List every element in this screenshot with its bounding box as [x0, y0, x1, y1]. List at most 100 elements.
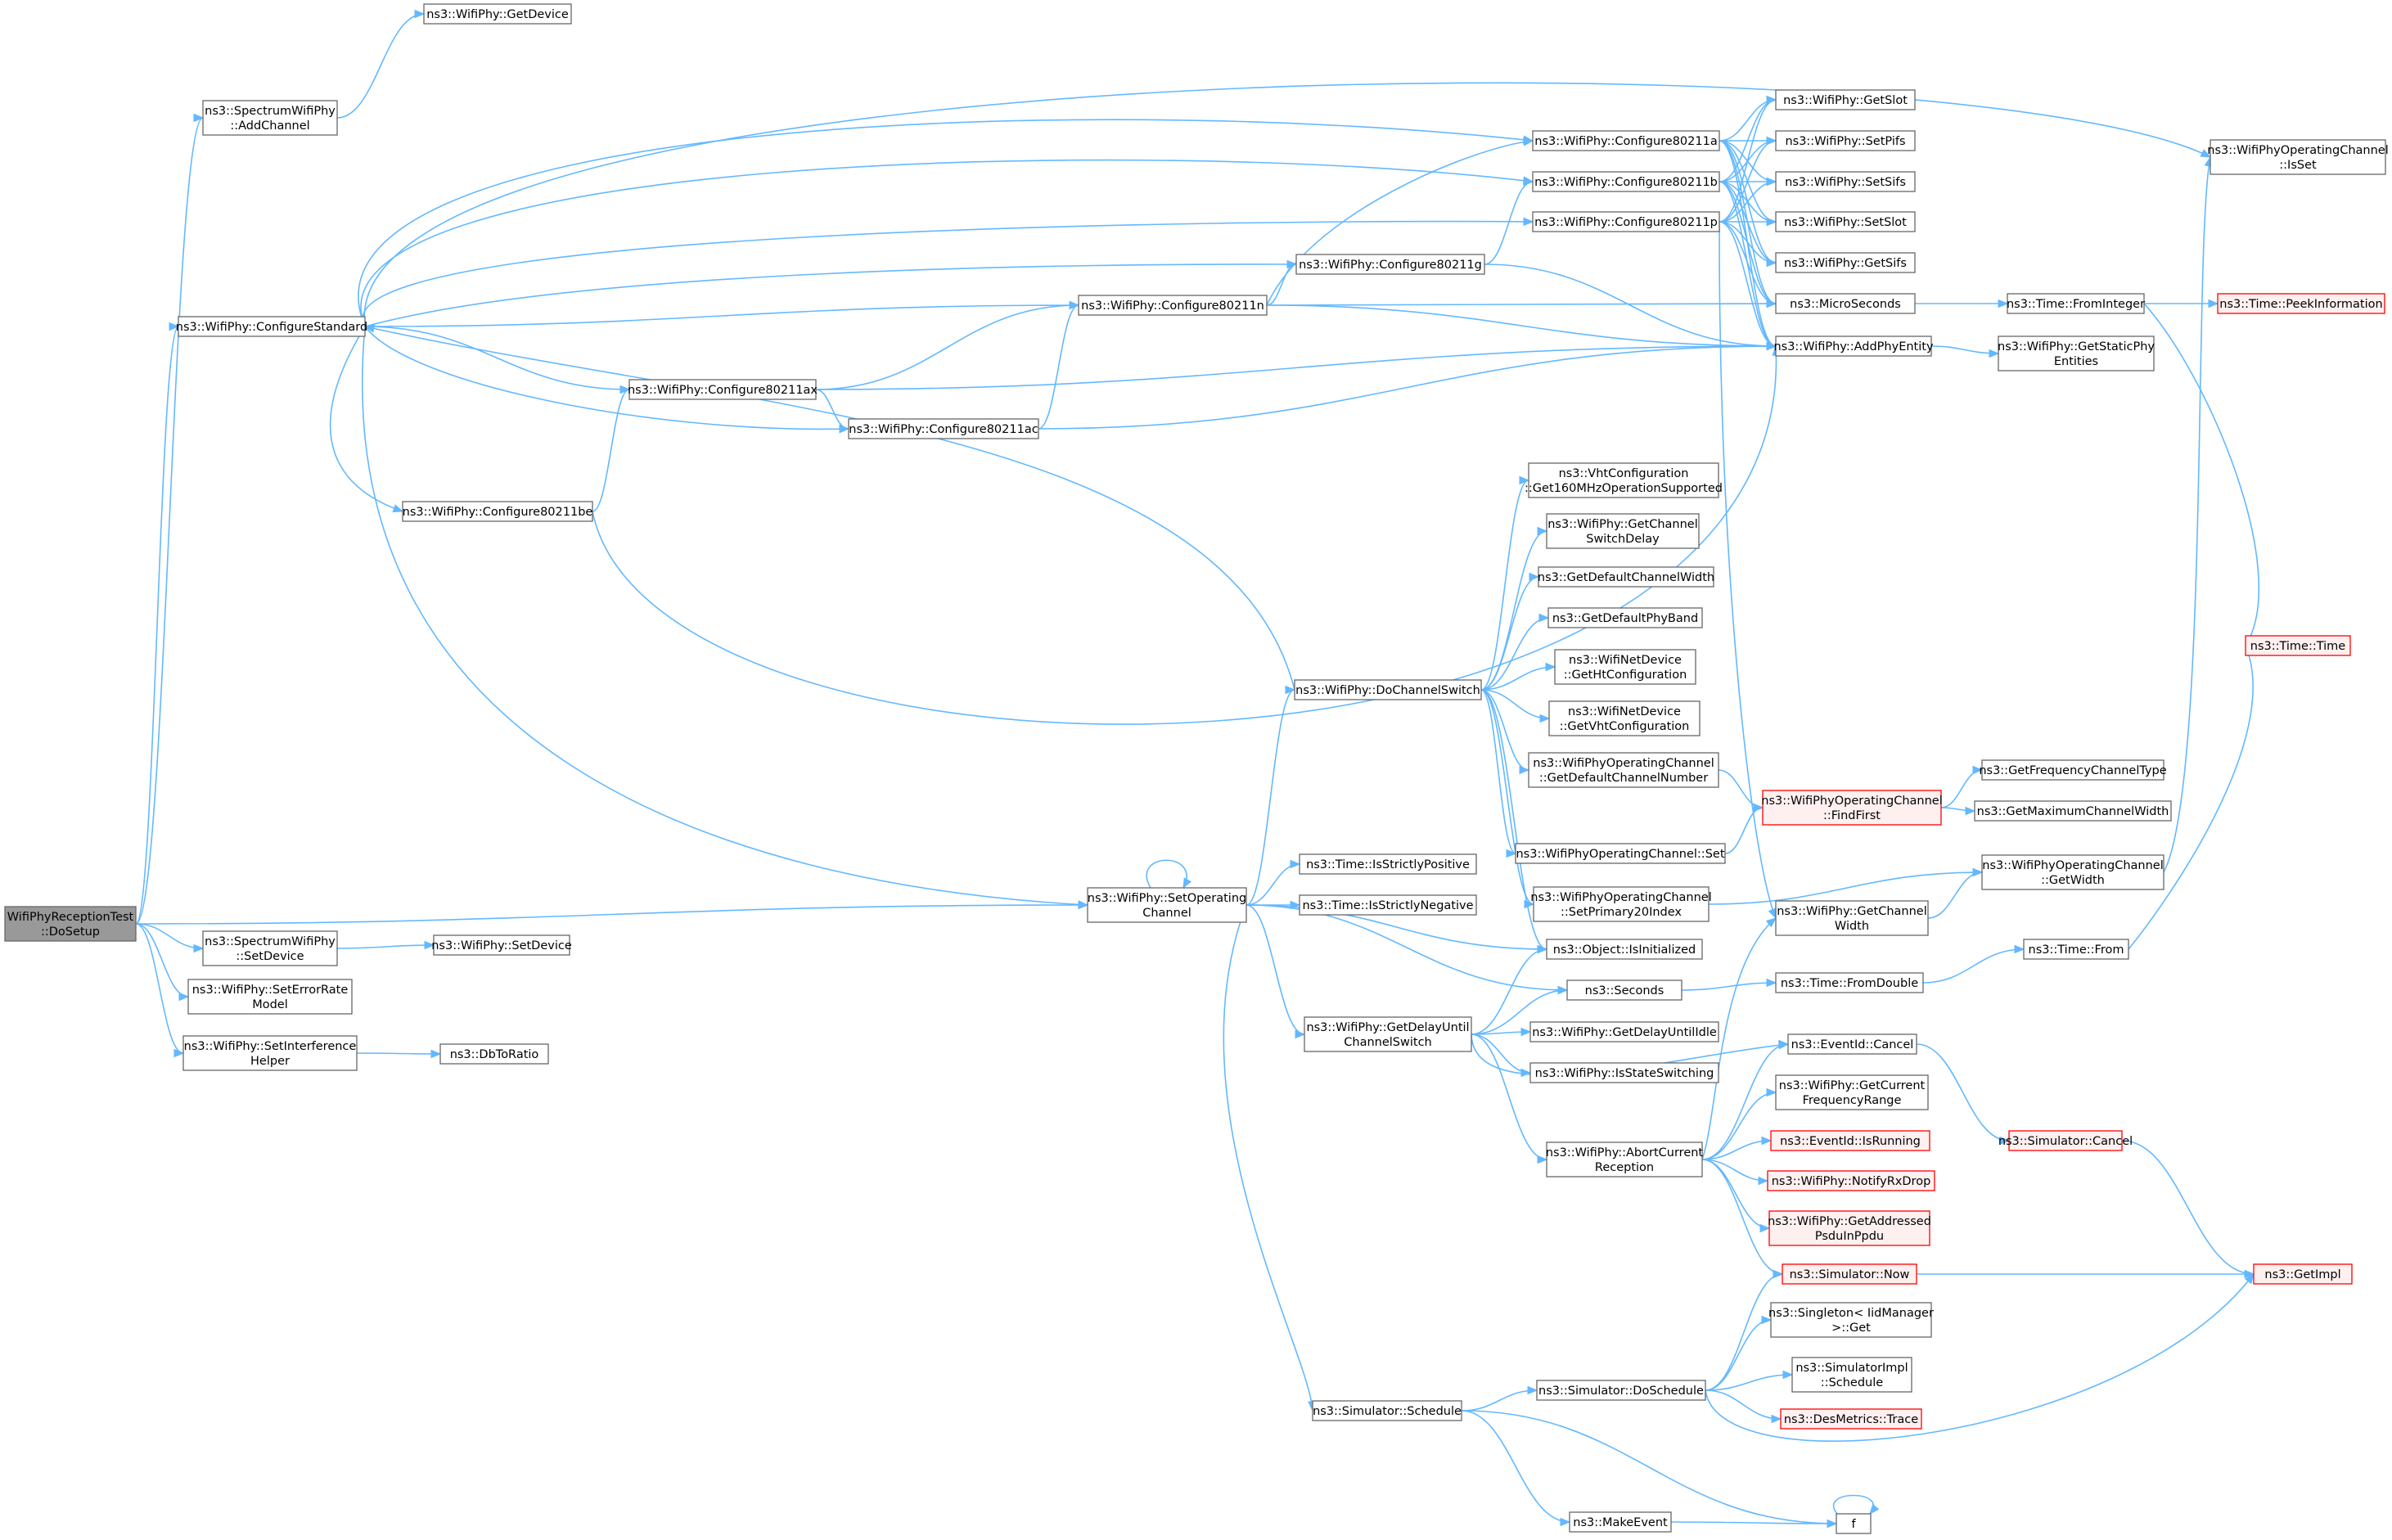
- node-c11a[interactable]: ns3::WifiPhy::Configure80211a: [1532, 130, 1720, 151]
- node-getsifs[interactable]: ns3::WifiPhy::GetSifs: [1775, 252, 1916, 273]
- node-vhtconf[interactable]: ns3::WifiNetDevice::GetVhtConfiguration: [1548, 700, 1701, 736]
- node-getdevice[interactable]: ns3::WifiPhy::GetDevice: [423, 3, 572, 25]
- node-seconds[interactable]: ns3::Seconds: [1566, 979, 1683, 1001]
- node-getslot[interactable]: ns3::WifiPhy::GetSlot: [1775, 89, 1916, 110]
- node-simnow[interactable]: ns3::Simulator::Now: [1782, 1263, 1917, 1285]
- node-c11be[interactable]: ns3::WifiPhy::Configure80211be: [402, 501, 593, 522]
- node-f[interactable]: f: [1836, 1513, 1872, 1534]
- node-configstd[interactable]: ns3::WifiPhy::ConfigureStandard: [176, 316, 367, 337]
- arrowhead-simsched-to-makeevent: [1560, 1517, 1571, 1527]
- edge-c11g-to-addphy: [1484, 263, 1777, 347]
- node-timetime[interactable]: ns3::Time::Time: [2245, 635, 2351, 656]
- node-peek[interactable]: ns3::Time::PeekInformation: [2217, 293, 2385, 314]
- node-label-getdevice: ns3::WifiPhy::GetDevice: [426, 8, 569, 21]
- node-box-getchwidth: [1775, 900, 1929, 936]
- node-label-defchanwidth: ns3::GetDefaultChannelWidth: [1538, 571, 1714, 584]
- node-fromdouble[interactable]: ns3::Time::FromDouble: [1775, 972, 1924, 993]
- node-findfirst[interactable]: ns3::WifiPhyOperatingChannel::FindFirst: [1761, 790, 1943, 826]
- arrowhead-dochswitch-to-vhtconf: [1539, 714, 1551, 723]
- node-setprimary[interactable]: ns3::WifiPhyOperatingChannel::SetPrimary…: [1530, 886, 1712, 922]
- node-setslot[interactable]: ns3::WifiPhy::SetSlot: [1775, 211, 1916, 232]
- node-opgetwidth[interactable]: ns3::WifiPhyOperatingChannel::GetWidth: [1981, 854, 2165, 890]
- node-simimplsched[interactable]: ns3::SimulatorImpl::Schedule: [1791, 1357, 1912, 1393]
- node-wpsetdevice[interactable]: ns3::WifiPhy::SetDevice: [431, 934, 572, 956]
- node-isstrictpos[interactable]: ns3::Time::IsStrictlyPositive: [1299, 853, 1477, 875]
- node-dbtoratio[interactable]: ns3::DbToRatio: [439, 1043, 549, 1065]
- arrowhead-setdevice-to-wpsetdevice: [424, 940, 435, 950]
- arrowhead-dochswitch-to-defchanwidth: [1529, 572, 1540, 582]
- arrowhead-configstd-to-c11be: [392, 504, 404, 513]
- node-setdevice[interactable]: ns3::SpectrumWifiPhy::SetDevice: [202, 930, 338, 966]
- node-evcancel[interactable]: ns3::EventId::Cancel: [1787, 1033, 1917, 1055]
- arrowhead-c11p-to-setsifs: [1766, 177, 1777, 187]
- node-defchanwidth[interactable]: ns3::GetDefaultChannelWidth: [1538, 566, 1714, 588]
- node-isstatesw[interactable]: ns3::WifiPhy::IsStateSwitching: [1529, 1062, 1719, 1083]
- node-desmetrics[interactable]: ns3::DesMetrics::Trace: [1780, 1408, 1922, 1430]
- node-maxchwidth[interactable]: ns3::GetMaximumChannelWidth: [1974, 800, 2172, 822]
- node-label-chswitchdelay: SwitchDelay: [1586, 533, 1660, 546]
- node-simcancel[interactable]: ns3::Simulator::Cancel: [1998, 1130, 2133, 1151]
- node-getdelayidle[interactable]: ns3::WifiPhy::GetDelayUntilIdle: [1529, 1021, 1719, 1042]
- edge-makeevent-to-f: [1670, 1521, 1837, 1524]
- node-fromint[interactable]: ns3::Time::FromInteger: [2007, 293, 2145, 314]
- node-isstrictneg[interactable]: ns3::Time::IsStrictlyNegative: [1299, 894, 1477, 916]
- node-freqchtype[interactable]: ns3::GetFrequencyChannelType: [1979, 759, 2167, 781]
- edge-configstd-to-c11a: [358, 119, 1534, 327]
- edge-dessched-to-singleton: [1705, 1319, 1772, 1391]
- arrowhead-evcancel-to-simcancel: [1999, 1136, 2011, 1146]
- node-c11p[interactable]: ns3::WifiPhy::Configure80211p: [1532, 211, 1720, 232]
- node-box-setpifs: [1775, 130, 1916, 151]
- node-defchannum[interactable]: ns3::WifiPhyOperatingChannel::GetDefault…: [1528, 752, 1719, 788]
- node-c11n[interactable]: ns3::WifiPhy::Configure80211n: [1078, 295, 1268, 316]
- node-box-freqchtype: [1981, 759, 2165, 781]
- node-notifyrxdrop[interactable]: ns3::WifiPhy::NotifyRxDrop: [1767, 1170, 1935, 1191]
- node-dessched[interactable]: ns3::Simulator::DoSchedule: [1536, 1380, 1706, 1401]
- node-label-root: ::DoSetup: [41, 925, 100, 939]
- node-label-abortrx: ns3::WifiPhy::AbortCurrent: [1546, 1146, 1704, 1160]
- node-dochswitch[interactable]: ns3::WifiPhy::DoChannelSwitch: [1294, 679, 1482, 700]
- node-c11g[interactable]: ns3::WifiPhy::Configure80211g: [1295, 254, 1485, 275]
- node-c11b[interactable]: ns3::WifiPhy::Configure80211b: [1532, 171, 1720, 192]
- node-opchanisset[interactable]: ns3::WifiPhyOperatingChannel::IsSet: [2207, 139, 2389, 175]
- node-setsifs[interactable]: ns3::WifiPhy::SetSifs: [1775, 171, 1916, 192]
- node-box-dochswitch: [1294, 679, 1482, 700]
- node-label-getchwidth: Width: [1835, 920, 1869, 933]
- edge-dessched-to-desmetrics: [1705, 1389, 1782, 1420]
- node-simsched[interactable]: ns3::Simulator::Schedule: [1312, 1400, 1462, 1421]
- node-isinit[interactable]: ns3::Object::IsInitialized: [1546, 939, 1703, 960]
- node-getimpl[interactable]: ns3::GetImpl: [2253, 1263, 2353, 1285]
- node-c11ac[interactable]: ns3::WifiPhy::Configure80211ac: [848, 418, 1039, 439]
- node-singleton[interactable]: ns3::Singleton< IidManager >::Get: [1768, 1302, 1934, 1338]
- node-makeevent[interactable]: ns3::MakeEvent: [1569, 1511, 1672, 1533]
- node-label-opchanisset: ::IsSet: [2279, 159, 2317, 172]
- node-microseconds[interactable]: ns3::MicroSeconds: [1775, 293, 1916, 314]
- node-opchanset[interactable]: ns3::WifiPhyOperatingChannel::Set: [1515, 843, 1726, 864]
- node-label-dessched: ns3::Simulator::DoSchedule: [1538, 1385, 1704, 1398]
- node-c11ax[interactable]: ns3::WifiPhy::Configure80211ax: [628, 379, 818, 400]
- arrowhead-setopchan-to-dochswitch: [1285, 685, 1296, 695]
- node-timefrom[interactable]: ns3::Time::From: [2023, 939, 2129, 960]
- node-label-setinterf: Helper: [250, 1055, 290, 1068]
- node-setpifs[interactable]: ns3::WifiPhy::SetPifs: [1775, 130, 1916, 151]
- arrowhead-configstd-to-c11p: [1523, 217, 1534, 227]
- node-label-vht160: ns3::VhtConfiguration: [1559, 467, 1689, 480]
- arrowhead-c11ac-to-c11n: [1069, 300, 1080, 310]
- node-defphyband[interactable]: ns3::GetDefaultPhyBand: [1547, 607, 1703, 628]
- node-htconf[interactable]: ns3::WifiNetDevice::GetHtConfiguration: [1554, 649, 1696, 685]
- node-evisrunning[interactable]: ns3::EventId::IsRunning: [1770, 1130, 1930, 1151]
- node-addchannel[interactable]: ns3::SpectrumWifiPhy::AddChannel: [202, 100, 338, 136]
- node-vht160[interactable]: ns3::VhtConfiguration::Get160MHzOperatio…: [1525, 462, 1723, 498]
- node-root[interactable]: WifiPhyReceptionTest::DoSetup: [4, 906, 137, 942]
- node-addphy[interactable]: ns3::WifiPhy::AddPhyEntity: [1773, 335, 1934, 357]
- arrowhead-c11n-to-c11g: [1286, 259, 1298, 269]
